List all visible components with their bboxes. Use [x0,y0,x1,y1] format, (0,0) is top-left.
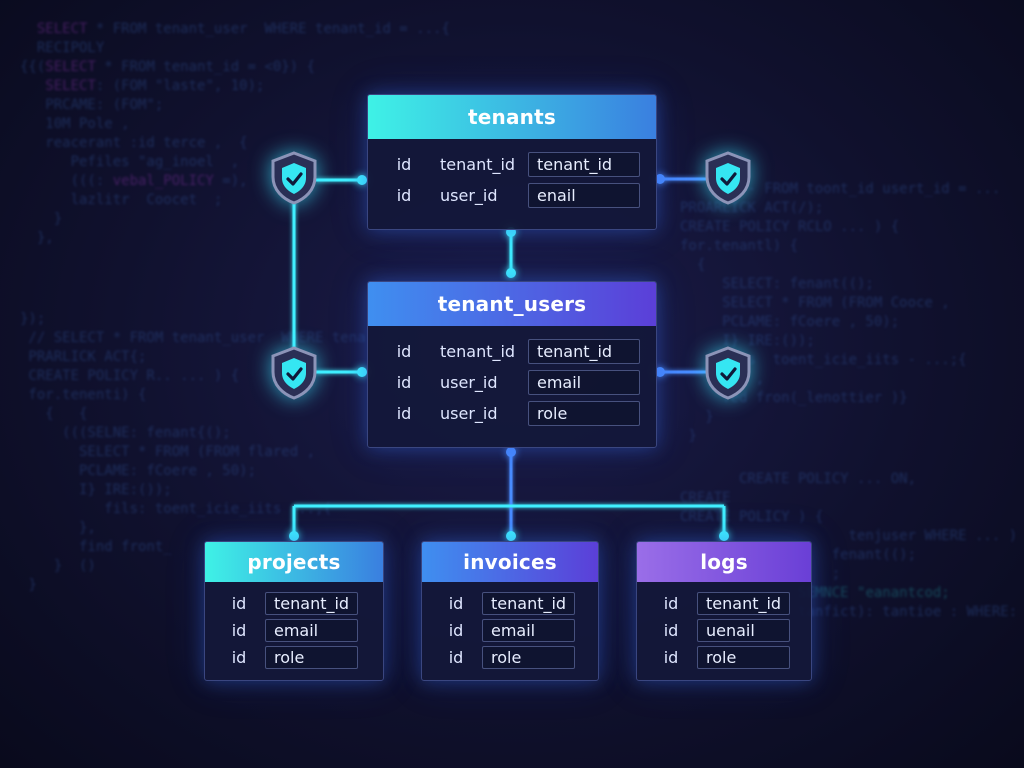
column-name: tenant_id [440,342,516,361]
table-header: tenant_users [368,282,656,326]
column-ref-field: role [528,401,640,426]
column-name: user_id [440,404,498,423]
table-row: id tenant_id tenant_id [368,149,656,180]
column-name: user_id [440,373,498,392]
table-tenants[interactable]: tenants id tenant_id tenant_id id user_i… [367,94,657,230]
column-id: id [231,621,247,640]
table-row: id role [422,644,598,671]
table-row: id user_id role [368,398,656,429]
connector-dot [719,531,729,541]
column-ref-field: role [482,646,575,669]
table-row: id tenant_id [637,590,811,617]
column-id: id [396,186,412,205]
column-ref-field: tenant_id [482,592,575,615]
column-ref-field: email [265,619,358,642]
column-id: id [448,594,464,613]
table-title: tenant_users [437,292,587,316]
column-id: id [231,648,247,667]
column-name: tenant_id [440,155,516,174]
connector-dot [357,175,367,185]
connector-dot [655,367,665,377]
table-row: id tenant_id [205,590,383,617]
table-header: projects [205,542,383,582]
column-ref-field: role [697,646,790,669]
column-id: id [396,342,412,361]
table-projects[interactable]: projects id tenant_id id email id role [204,541,384,681]
column-id: id [663,621,679,640]
table-row: id email [422,617,598,644]
table-header: logs [637,542,811,582]
table-row: id tenant_id [422,590,598,617]
column-ref-field: email [528,370,640,395]
table-row: id role [205,644,383,671]
column-id: id [396,373,412,392]
column-ref-field: tenant_id [697,592,790,615]
table-row: id tenant_id tenant_id [368,336,656,367]
column-ref-field: tenant_id [528,152,640,177]
table-tenant-users[interactable]: tenant_users id tenant_id tenant_id id u… [367,281,657,448]
connector-dot [506,531,516,541]
column-id: id [448,621,464,640]
table-logs[interactable]: logs id tenant_id id uenail id role [636,541,812,681]
table-title: tenants [468,105,556,129]
column-ref-field: uenail [697,619,790,642]
table-header: tenants [368,95,656,139]
connector-dot [357,367,367,377]
column-id: id [663,648,679,667]
table-row: id email [205,617,383,644]
shield-check-icon [702,150,754,206]
table-invoices[interactable]: invoices id tenant_id id email id role [421,541,599,681]
column-name: user_id [440,186,498,205]
column-id: id [663,594,679,613]
table-row: id user_id email [368,367,656,398]
connector-dot [506,227,516,237]
column-id: id [231,594,247,613]
table-title: logs [700,550,748,574]
table-title: projects [247,550,341,574]
connector-dot [506,447,516,457]
column-ref-field: email [482,619,575,642]
column-ref-field: role [265,646,358,669]
column-id: id [396,404,412,423]
column-ref-field: enail [528,183,640,208]
table-header: invoices [422,542,598,582]
connector-dot [506,268,516,278]
table-row: id uenail [637,617,811,644]
table-row: id role [637,644,811,671]
column-ref-field: tenant_id [528,339,640,364]
shield-check-icon [268,150,320,206]
connector-dot [655,174,665,184]
table-row: id user_id enail [368,180,656,211]
column-id: id [396,155,412,174]
shield-check-icon [702,345,754,401]
column-ref-field: tenant_id [265,592,358,615]
column-id: id [448,648,464,667]
connector-dot [289,531,299,541]
table-title: invoices [463,550,557,574]
shield-check-icon [268,345,320,401]
